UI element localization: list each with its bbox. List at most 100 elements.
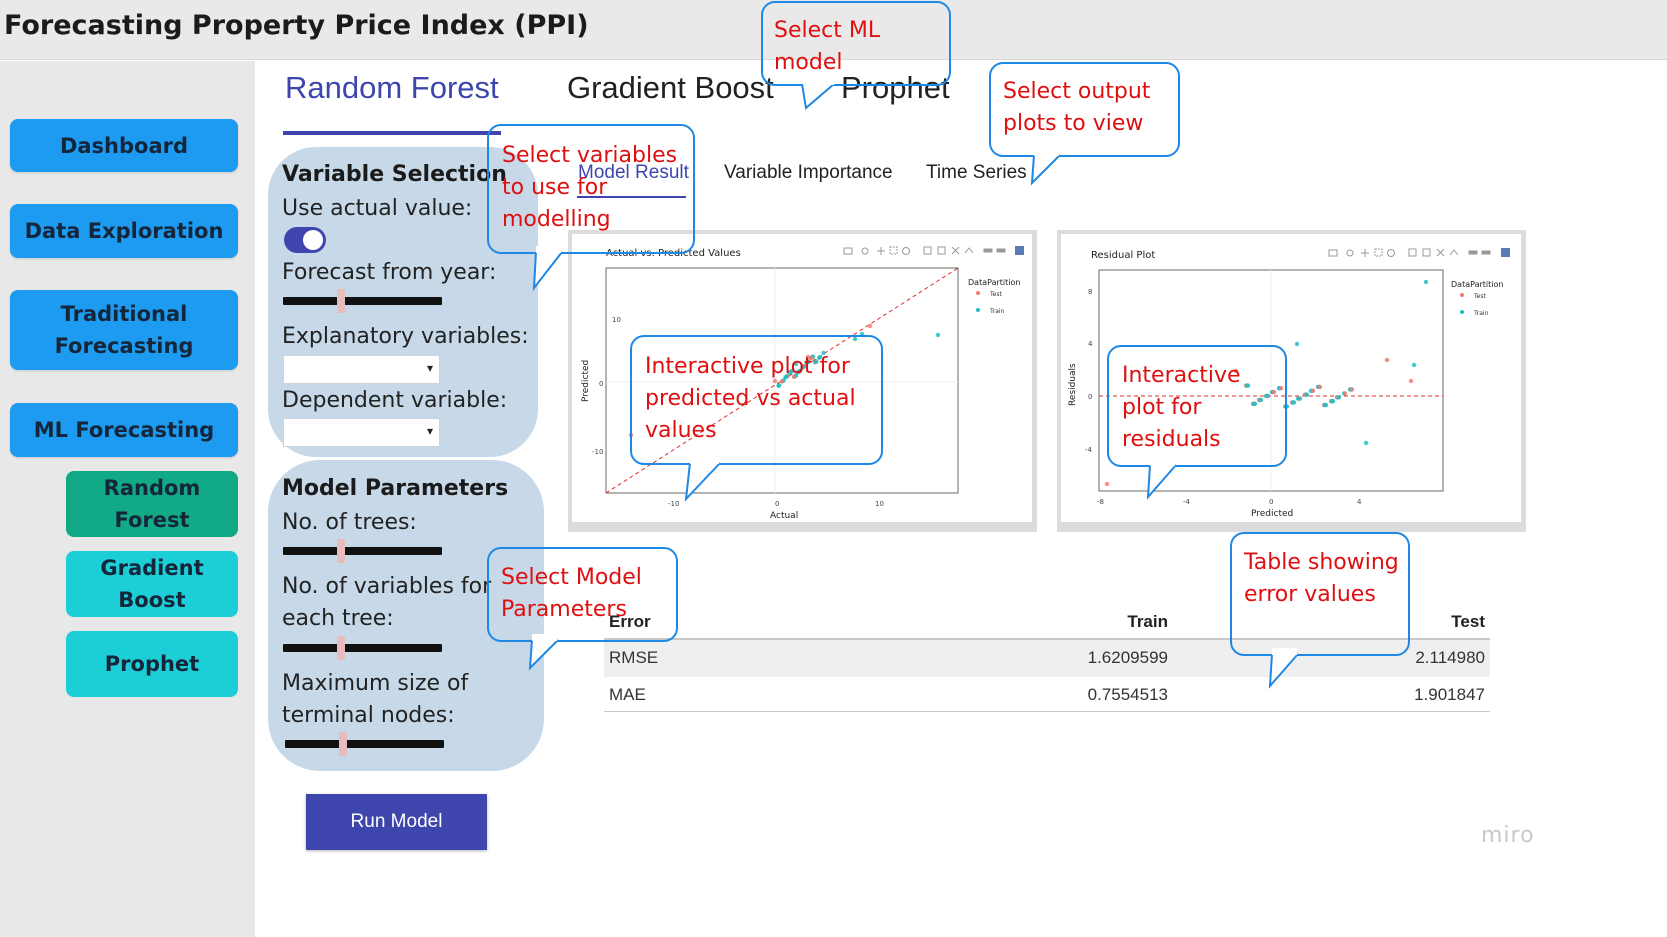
data-point[interactable] <box>793 361 799 367</box>
zoom-icon[interactable] <box>1346 249 1354 257</box>
camera-icon[interactable] <box>1328 249 1338 257</box>
data-point[interactable] <box>772 378 778 384</box>
data-point[interactable] <box>1330 399 1336 404</box>
tab-prophet[interactable]: Prophet <box>841 70 950 105</box>
data-point[interactable] <box>821 350 826 356</box>
data-point[interactable] <box>1233 368 1239 374</box>
sidebar-subitem-random-forest[interactable]: Random Forest <box>66 471 238 537</box>
callout-interactive-resid-text: Interactive plot for residuals <box>1122 363 1241 452</box>
sidebar-item-traditional-forecasting[interactable]: Traditional Forecasting <box>10 290 238 370</box>
tab-model-result[interactable]: Model Result <box>578 162 689 183</box>
sidebar-item-data-exploration[interactable]: Data Exploration <box>10 204 238 258</box>
zoom-in-icon[interactable] <box>1408 248 1417 257</box>
plotly-logo-icon[interactable] <box>1015 246 1024 255</box>
autoscale-icon[interactable] <box>951 246 960 255</box>
slider-handle[interactable] <box>339 732 347 756</box>
data-point[interactable] <box>1423 279 1429 285</box>
data-point[interactable] <box>1252 401 1258 406</box>
data-point[interactable] <box>1265 393 1271 399</box>
explanatory-variables-select[interactable]: ▾ <box>283 355 440 384</box>
box-select-icon[interactable] <box>889 246 898 255</box>
data-point[interactable] <box>796 369 801 375</box>
data-point[interactable] <box>935 332 941 338</box>
plotly-logo-icon[interactable] <box>1501 248 1510 257</box>
scatter-points[interactable] <box>628 323 941 438</box>
data-point[interactable] <box>1310 388 1316 393</box>
actual-vs-predicted-plot[interactable]: Actual vs. Predicted Values 10 <box>572 234 1032 522</box>
data-point[interactable] <box>1278 386 1284 391</box>
data-point[interactable] <box>812 360 818 365</box>
data-point[interactable] <box>1317 384 1323 390</box>
data-point[interactable] <box>1271 389 1277 395</box>
slider-handle[interactable] <box>337 289 345 313</box>
modebar[interactable] <box>1328 248 1510 257</box>
active-subtab-underline <box>577 196 686 198</box>
data-point[interactable] <box>1349 387 1355 392</box>
table-row: MAE 0.7554513 1.901847 <box>604 677 1490 714</box>
sidebar-item-dashboard[interactable]: Dashboard <box>10 119 238 172</box>
tab-random-forest[interactable]: Random Forest <box>285 70 499 105</box>
num-trees-slider[interactable] <box>283 539 442 563</box>
hover-icon[interactable] <box>996 248 1006 253</box>
data-point[interactable] <box>1104 481 1110 487</box>
sidebar-subitem-prophet[interactable]: Prophet <box>66 631 238 697</box>
data-point[interactable] <box>1323 402 1329 408</box>
data-point[interactable] <box>776 383 781 388</box>
zoom-in-icon[interactable] <box>923 246 932 255</box>
data-point[interactable] <box>1258 397 1264 403</box>
data-point[interactable] <box>787 370 792 375</box>
reset-icon[interactable] <box>1449 249 1459 256</box>
data-point[interactable] <box>783 375 788 380</box>
zoom-out-icon[interactable] <box>1422 248 1431 257</box>
sidebar-item-ml-forecasting[interactable]: ML Forecasting <box>10 403 238 457</box>
use-actual-toggle[interactable] <box>284 227 326 253</box>
slider-handle[interactable] <box>337 539 345 563</box>
spike-icon[interactable] <box>983 248 993 253</box>
data-point[interactable] <box>1291 400 1297 405</box>
data-point[interactable] <box>1245 383 1251 388</box>
autoscale-icon[interactable] <box>1436 248 1445 257</box>
data-point[interactable] <box>1304 392 1310 397</box>
data-point[interactable] <box>779 379 785 384</box>
data-point[interactable] <box>1408 378 1414 384</box>
data-point[interactable] <box>805 354 811 360</box>
data-point[interactable] <box>1342 391 1348 396</box>
data-point[interactable] <box>1336 395 1342 400</box>
spike-icon[interactable] <box>1468 250 1478 255</box>
data-point[interactable] <box>800 365 805 370</box>
reset-icon[interactable] <box>964 247 974 254</box>
run-model-button[interactable]: Run Model <box>306 794 487 850</box>
x-axis-label: Predicted <box>1251 509 1293 519</box>
num-variables-slider[interactable] <box>283 636 442 660</box>
tab-variable-importance[interactable]: Variable Importance <box>724 162 893 183</box>
residual-plot[interactable]: Residual Plot 8 4 0 -4 <box>1061 234 1521 522</box>
camera-icon[interactable] <box>843 247 853 255</box>
pan-icon[interactable] <box>877 247 885 255</box>
data-point[interactable] <box>1363 440 1369 446</box>
zoom-icon[interactable] <box>861 247 869 255</box>
tab-gradient-boost[interactable]: Gradient Boost <box>567 70 774 105</box>
slider-handle[interactable] <box>337 636 345 660</box>
data-point[interactable] <box>791 374 797 379</box>
lasso-icon[interactable] <box>1387 249 1395 257</box>
pan-icon[interactable] <box>1361 249 1369 257</box>
lasso-icon[interactable] <box>902 247 910 255</box>
data-point[interactable] <box>804 360 809 365</box>
terminal-nodes-slider[interactable] <box>285 732 444 756</box>
data-point[interactable] <box>852 336 858 342</box>
modebar[interactable] <box>843 246 1024 255</box>
data-point[interactable] <box>1297 396 1303 401</box>
sidebar-subitem-gradient-boost[interactable]: Gradient Boost <box>66 551 238 617</box>
dependent-variable-select[interactable]: ▾ <box>283 418 440 447</box>
data-point[interactable] <box>1411 362 1417 368</box>
scatter-points[interactable] <box>1104 279 1429 487</box>
box-select-icon[interactable] <box>1374 248 1383 257</box>
data-point[interactable] <box>817 355 822 360</box>
zoom-out-icon[interactable] <box>937 246 946 255</box>
data-point[interactable] <box>1384 357 1390 363</box>
tab-time-series[interactable]: Time Series <box>926 162 1027 183</box>
data-point[interactable] <box>1294 341 1300 347</box>
data-point[interactable] <box>867 323 873 329</box>
forecast-year-slider[interactable] <box>283 289 442 313</box>
hover-icon[interactable] <box>1481 250 1491 255</box>
